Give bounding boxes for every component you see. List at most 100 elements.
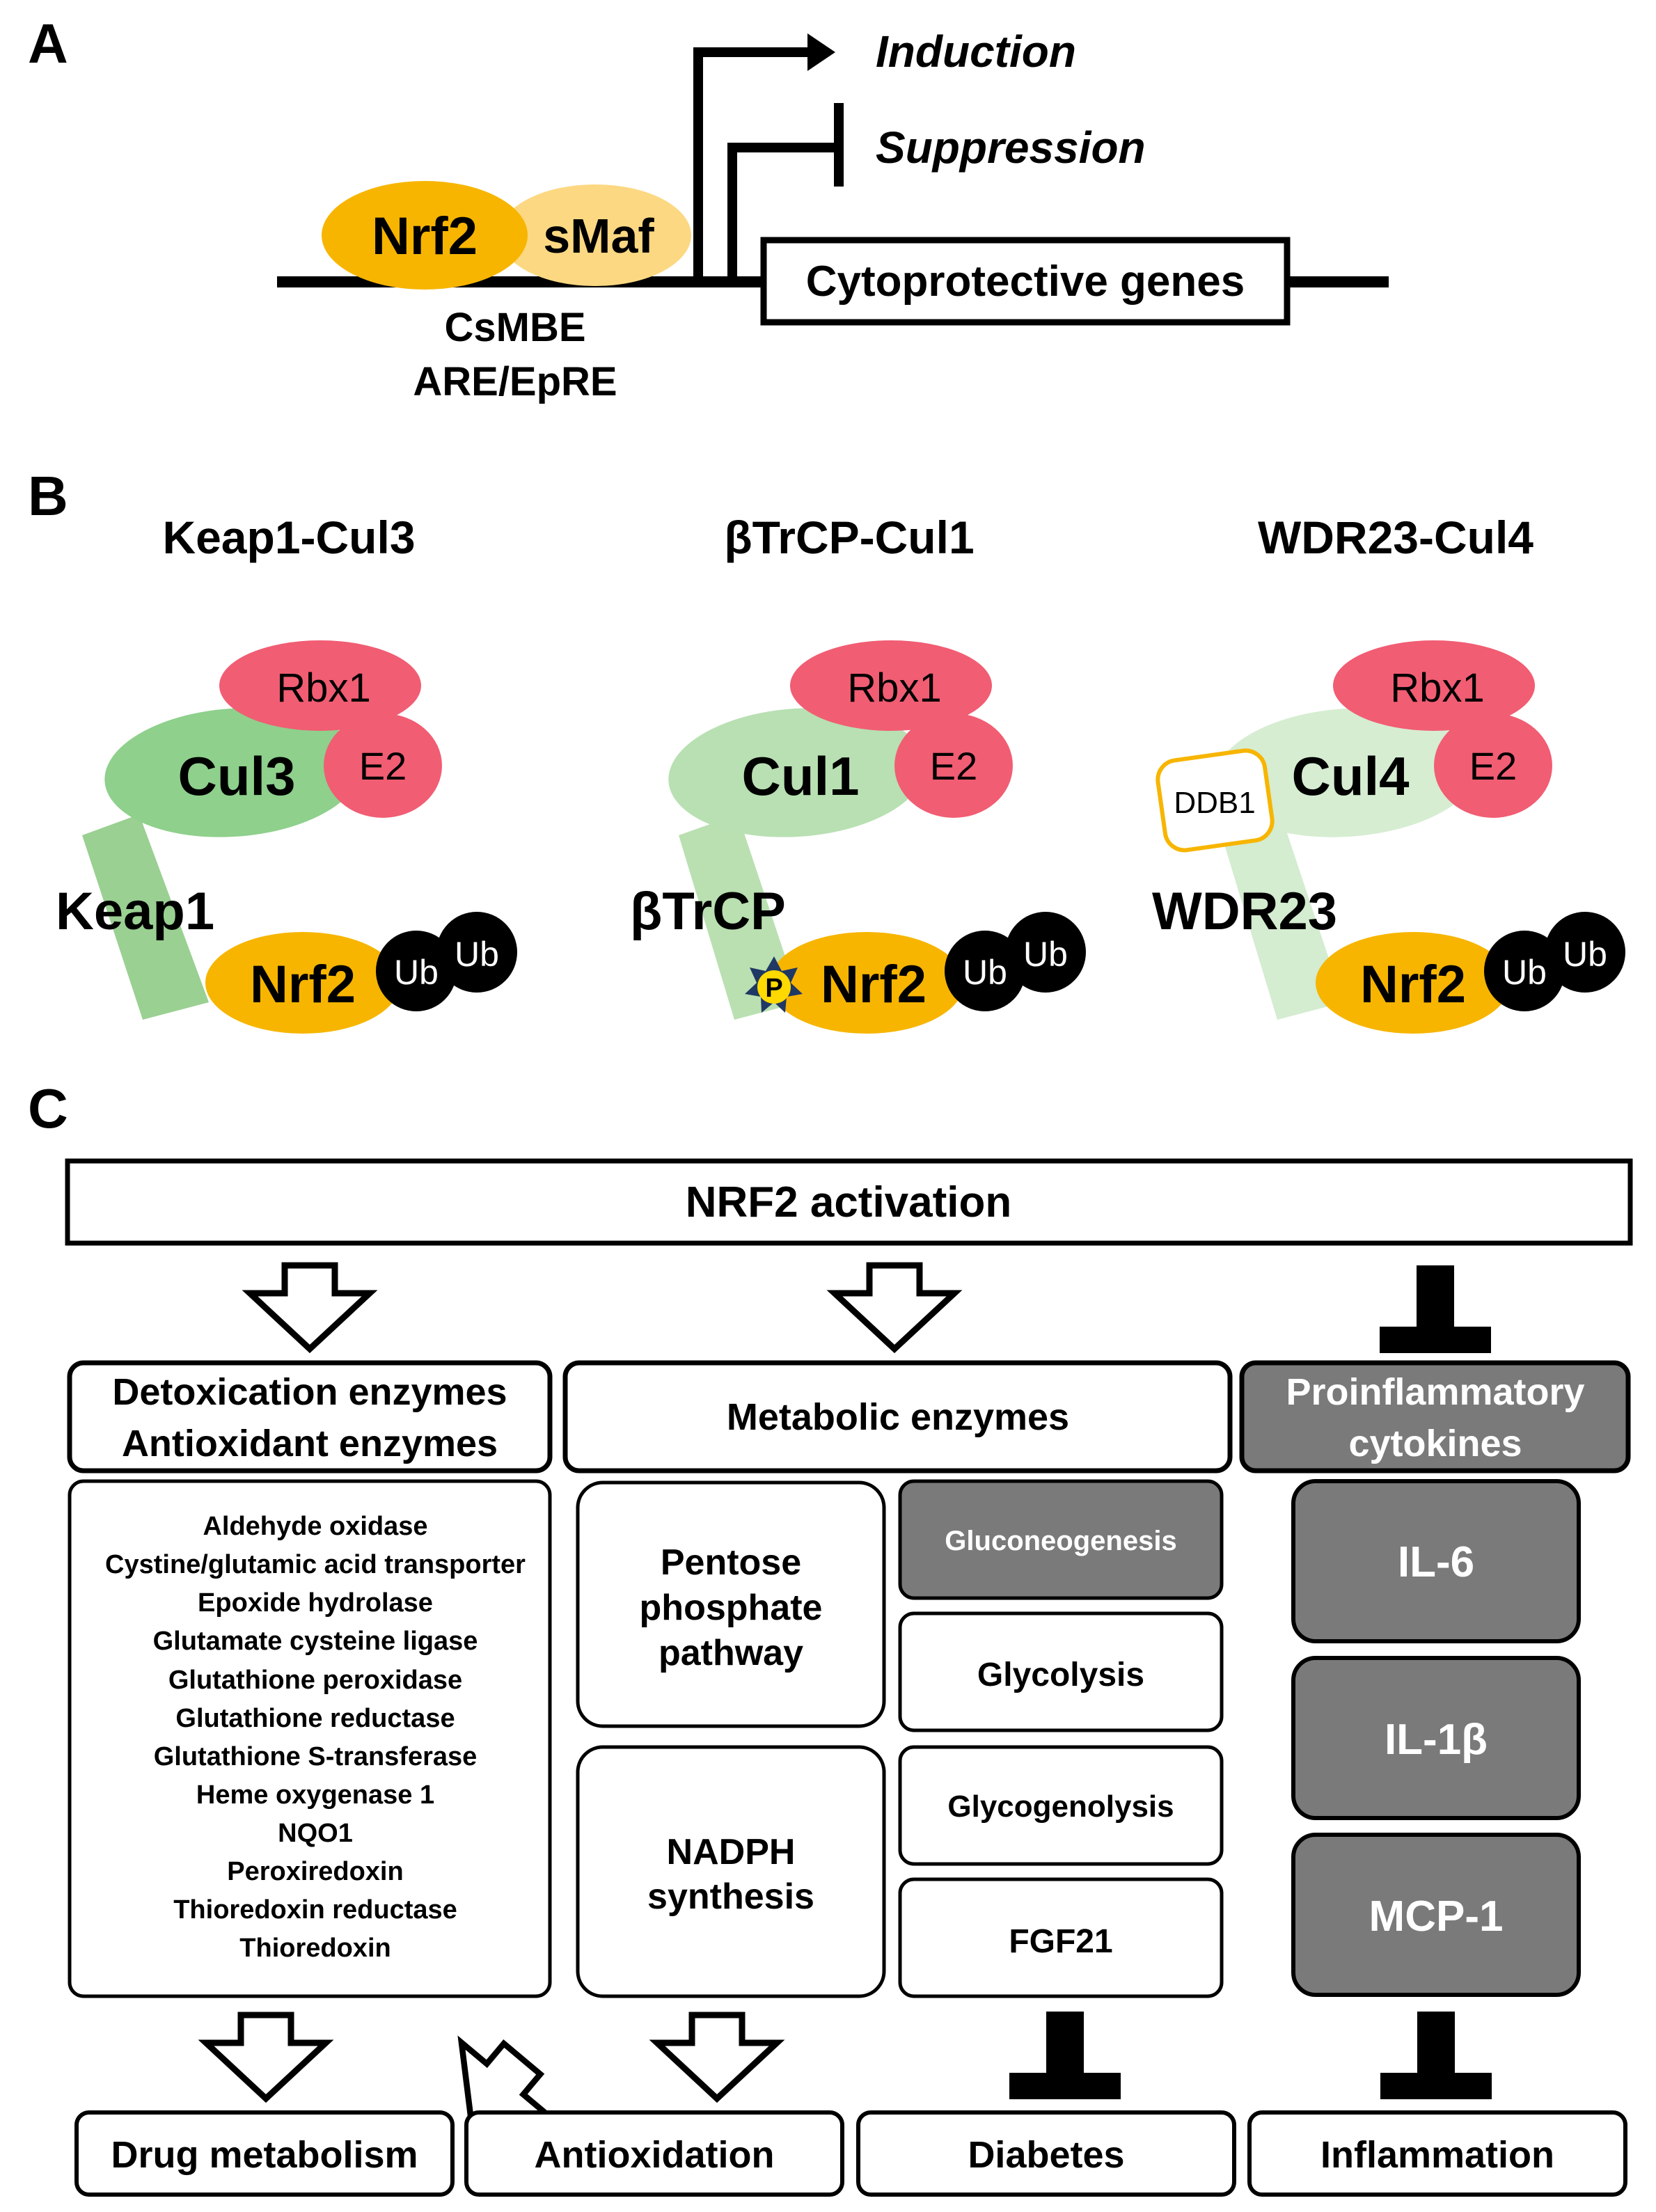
ub-label: Ub [1563, 935, 1607, 974]
enzyme-item: Thioredoxin reductase [173, 1895, 457, 1925]
ub-label: Ub [455, 935, 499, 974]
smaf-protein [499, 184, 691, 286]
nrf2-protein [769, 932, 964, 1034]
enzyme-item: Thioredoxin [239, 1934, 391, 1963]
glycolysis-box [898, 1611, 1224, 1732]
ub-label: Ub [1023, 935, 1068, 974]
enzyme-item: Cystine/glutamic acid transporter [105, 1550, 526, 1579]
fgf21-label: FGF21 [1009, 1923, 1112, 1960]
glycogenolysis-box [898, 1745, 1224, 1866]
cul4-label: Cul4 [1291, 745, 1409, 807]
complex-wdr23-cul4: WDR23-Cul4 Rbx1 E2 DDB1 Cul4 WDR23 Nrf2 … [1152, 512, 1625, 1034]
enzyme-item: Aldehyde oxidase [203, 1512, 427, 1541]
induction-arrowhead [807, 33, 835, 71]
detox-label-line1: Detoxication enzymes [112, 1371, 507, 1413]
metabolic-enzymes-box [562, 1360, 1233, 1474]
outcome-label: Inflammation [1320, 2134, 1554, 2176]
rbx1-protein [790, 640, 992, 731]
cytokine-box [1291, 1479, 1581, 1643]
smaf-label: sMaf [543, 209, 654, 263]
cytoprotective-genes-label: Cytoprotective genes [806, 258, 1245, 306]
enzyme-item: Glutamate cysteine ligase [153, 1627, 478, 1656]
enzyme-item: Epoxide hydrolase [198, 1588, 433, 1618]
detox-enzymes-box [67, 1360, 553, 1474]
rbx1-label: Rbx1 [276, 665, 370, 711]
nrf2-protein [1316, 932, 1511, 1034]
wdr23-label: WDR23 [1152, 882, 1337, 941]
ddb1-box [1156, 748, 1275, 853]
keap1-label: Keap1 [56, 882, 214, 941]
enzyme-item: Heme oxygenase 1 [196, 1780, 434, 1810]
cul3-label: Cul3 [178, 745, 295, 807]
proinflammatory-label-line1: Proinflammatory [1286, 1371, 1584, 1413]
phosphate-label: P [765, 974, 782, 1003]
outcome-label: Diabetes [968, 2134, 1124, 2176]
fgf21-box [898, 1877, 1224, 1998]
complex-title: βTrCP-Cul1 [724, 512, 974, 563]
csmbe-label: CsMBE [444, 305, 585, 350]
complex-btrcp-cul1: βTrCP-Cul1 Rbx1 E2 Cul1 βTrCP Nrf2 P Ub … [630, 512, 1086, 1034]
outcome-label: Antioxidation [535, 2134, 775, 2176]
ubiquitin [376, 931, 457, 1011]
phosphate-circle [757, 970, 791, 1004]
detox-label-line2: Antioxidant enzymes [122, 1423, 498, 1464]
e2-protein [324, 713, 442, 818]
suppression-label: Suppression [876, 123, 1146, 173]
ubiquitin [1484, 931, 1565, 1011]
panel-b-label: B [28, 465, 68, 527]
open-arrow [250, 1265, 370, 1349]
e2-label: E2 [1469, 744, 1517, 788]
panel-c: C NRF2 activation Detoxication enzymes A… [28, 1077, 1633, 2197]
cytokine-label: MCP-1 [1369, 1893, 1504, 1941]
nrf2-protein [205, 932, 400, 1034]
complex-title: WDR23-Cul4 [1258, 512, 1533, 563]
nrf2-label: Nrf2 [821, 955, 926, 1014]
nrf2-label: Nrf2 [372, 207, 478, 266]
nadph-synthesis-box [576, 1745, 886, 1998]
ubiquitin [436, 912, 517, 993]
ub-label: Ub [1502, 953, 1547, 992]
ub-label: Ub [394, 953, 439, 992]
open-arrow [206, 2015, 326, 2099]
enzyme-item: Glutathione S-transferase [154, 1742, 478, 1771]
proinflammatory-box [1239, 1360, 1631, 1474]
enzyme-item: Glutathione peroxidase [168, 1666, 462, 1695]
rbx1-label: Rbx1 [847, 665, 941, 711]
induction-label: Induction [876, 26, 1076, 77]
metabolic-enzymes-label: Metabolic enzymes [727, 1396, 1069, 1438]
panel-c-label: C [28, 1077, 68, 1139]
ubiquitin [945, 931, 1025, 1011]
complex-title: Keap1-Cul3 [162, 512, 415, 563]
nrf2-activation-box [65, 1158, 1633, 1246]
nrf2-label: Nrf2 [1360, 955, 1466, 1014]
nadph-line: synthesis [647, 1877, 814, 1917]
inhibition-bar [1380, 2012, 1492, 2099]
outcome-box-antioxidation [464, 2110, 844, 2197]
panel-b: B Keap1-Cul3 Rbx1 E2 Cul3 Keap1 Nrf2 Ub … [28, 465, 1625, 1034]
cytokine-label: IL-1β [1385, 1716, 1488, 1764]
ub-label: Ub [963, 953, 1007, 992]
glycogenolysis-label: Glycogenolysis [947, 1790, 1174, 1824]
enzyme-item: Glutathione reductase [175, 1704, 455, 1733]
pentose-phosphate-box [576, 1480, 886, 1728]
glycolysis-label: Glycolysis [977, 1657, 1144, 1693]
suppression-line [727, 143, 839, 282]
enzyme-item: Peroxiredoxin [227, 1857, 403, 1886]
outcome-box-diabetes [856, 2110, 1236, 2197]
cul3-protein [104, 708, 362, 837]
outcome-box-drug-metabolism [74, 2110, 455, 2197]
enzyme-list: Aldehyde oxidase Cystine/glutamic acid t… [105, 1512, 526, 1963]
e2-protein [1434, 713, 1552, 818]
nrf2-activation-label: NRF2 activation [686, 1178, 1012, 1226]
cytokine-box [1291, 1833, 1581, 1997]
wdr23-adaptor [1222, 814, 1343, 1020]
e2-protein [894, 713, 1013, 818]
cytokine-label: IL-6 [1398, 1538, 1474, 1586]
outcome-label: Drug metabolism [111, 2134, 418, 2176]
complex-keap1-cul3: Keap1-Cul3 Rbx1 E2 Cul3 Keap1 Nrf2 Ub Ub [56, 512, 517, 1034]
cytokine-box [1291, 1656, 1581, 1820]
e2-label: E2 [930, 744, 978, 788]
gluconeogenesis-box [898, 1479, 1224, 1600]
cul1-label: Cul1 [741, 745, 859, 807]
